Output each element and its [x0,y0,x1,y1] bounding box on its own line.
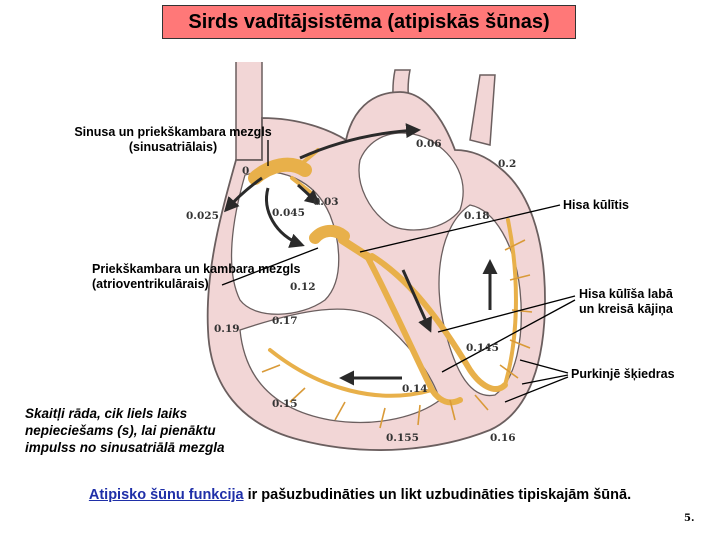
arrow-sa-to-av [265,187,305,248]
sa-node-label-line1: Sinusa un priekškambara mezgls [74,125,272,139]
atypical-cells-link[interactable]: Atipisko šūnu funkcija [88,487,244,503]
caption-line3: impulss no sinusatriālā mezgla [25,440,225,455]
av-node-label-line1: Priekškambara un kambara mezgls [92,262,301,276]
caption-line1: Skaitļi rāda, cik liels laiks [25,406,188,421]
time-lv-upper: 0.18 [464,210,490,222]
arrow-to-right-atrium [223,176,263,213]
sa-node [248,157,312,185]
arrow-to-left-atrium [299,123,421,160]
footer-text: ir pašuzbudināties un likt uzbudināties … [243,487,632,503]
page-title: Sirds vadītājsistēma (atipiskās šūnas) [188,10,550,33]
right-bundle-branch [365,255,463,406]
his-bundle [338,236,374,262]
his-bundle-label: Hisa kūlītis [563,198,629,212]
time-apex: 0.155 [386,432,419,444]
time-lv-top: 0.2 [498,158,516,170]
sa-node-label: Sinusa un priekškambara mezgls (sinusatr… [53,125,293,155]
left-atrium-cavity [358,132,464,231]
footer: Atipisko šūnu funkcija ir pašuzbudinātie… [0,487,720,503]
time-internodal: 0.045 [272,207,305,219]
leader-lines [221,140,576,403]
time-lv-apex: 0.16 [490,432,516,444]
timing-values: 0 0.025 0.045 0.03 0.06 0.2 0.18 0.12 0.… [186,138,516,444]
av-node [309,225,350,244]
arrow-down-short [297,183,321,205]
time-av-upper: 0.03 [313,196,339,208]
slide-number: 5. [684,513,695,524]
time-rv-upper: 0.17 [272,315,298,327]
av-node-label: Priekškambara un kambara mezgls (atriove… [92,262,332,292]
time-lv-lower: 0.145 [466,342,499,354]
bundle-branches-label-line2: un kreisā kājiņa [579,302,673,316]
sa-node-label-line2: (sinusatriālais) [128,140,218,154]
right-atrium-cavity [230,171,340,315]
purkinje-label: Purkinjē šķiedras [571,367,675,381]
time-rv-mid: 0.14 [402,383,428,395]
purkinje-fibers [261,239,533,429]
av-node-label-line2: (atrioventrikulārais) [92,277,209,291]
lv-branch-outer [503,218,518,387]
time-sa: 0 [242,165,249,177]
time-right-atrium: 0.025 [186,210,219,222]
time-his: 0.12 [290,281,316,293]
caption: Skaitļi rāda, cik liels laiks nepiecieša… [25,405,275,456]
arrow-his-down [401,269,432,333]
caption-line2: nepieciešams (s), lai pienāktu [25,423,216,438]
left-bundle-branch [369,253,508,392]
bundle-branches-label: Hisa kūlīša labā un kreisā kājiņa [579,287,673,317]
time-left-atrium: 0.06 [416,138,442,150]
impulse-arrows [223,123,498,386]
time-rv-lower: 0.15 [272,398,298,410]
rv-branch-outer [268,348,434,398]
title-box: Sirds vadītājsistēma (atipiskās šūnas) [162,5,576,39]
time-rv-wall: 0.19 [214,323,240,335]
conduction-system [248,148,518,406]
bundle-branches-label-line1: Hisa kūlīša labā [579,287,673,301]
